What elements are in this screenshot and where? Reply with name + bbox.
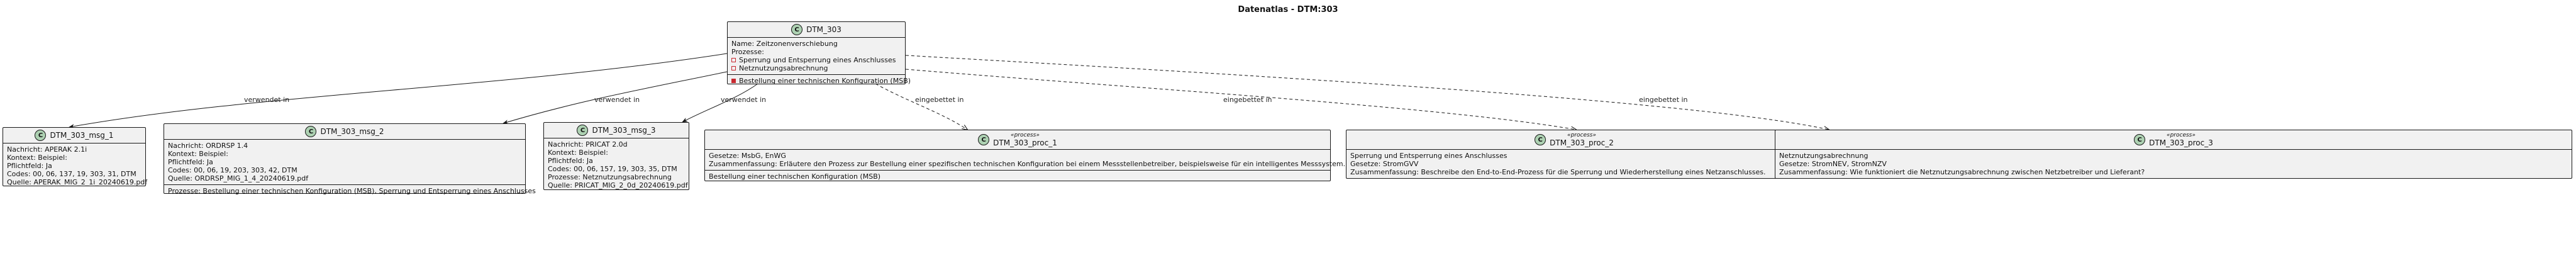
class-attributes: Nachricht: ORDRSP 1.4 Kontext: Beispiel:… <box>164 140 525 184</box>
class-name: DTM_303_proc_1 <box>993 138 1057 147</box>
class-methods: Bestellung einer technischen Konfigurati… <box>728 74 911 87</box>
class-name: DTM_303_proc_2 <box>1550 138 1614 147</box>
edge-main-msg1 <box>69 53 728 129</box>
class-header: C DTM_303_msg_2 <box>164 124 525 140</box>
class-header: C DTM_303_msg_1 <box>3 128 145 143</box>
edge-label-msg2: verwendet in <box>594 96 640 104</box>
private-method-icon <box>731 78 736 83</box>
class-dtm-303[interactable]: C DTM_303 Name: Zeitzonenverschiebung Pr… <box>727 21 911 87</box>
attr-line: Sperrung und Entsperrung eines Anschluss… <box>1350 152 1507 160</box>
attr-line: Netznutzungsabrechnung <box>1779 152 1868 160</box>
class-header: C «process» DTM_303_proc_1 <box>705 130 1330 150</box>
attr-line: Pflichtfeld: Ja <box>168 158 213 166</box>
class-c-icon: C <box>35 130 47 141</box>
attr-line: Codes: 00, 06, 19, 203, 303, 42, DTM <box>168 166 297 174</box>
edge-label-proc1: eingebettet in <box>915 96 964 104</box>
class-c-icon: C <box>978 134 990 145</box>
method-line: Bestellung einer technischen Konfigurati… <box>739 77 911 85</box>
class-msg-2[interactable]: C DTM_303_msg_2 Nachricht: ORDRSP 1.4 Ko… <box>164 123 536 197</box>
proc-line: Netznutzungsabrechnung <box>739 64 828 72</box>
proc-line: Sperrung und Entsperrung eines Anschluss… <box>739 56 896 64</box>
private-field-icon <box>731 57 736 62</box>
class-c-icon: C <box>1535 134 1546 145</box>
attr-line: Codes: 00, 06, 137, 19, 303, 31, DTM <box>7 170 136 178</box>
attr-line: Kontext: Beispiel: <box>168 150 228 158</box>
class-proc-3[interactable]: C «process» DTM_303_proc_3 Netznutzungsa… <box>1775 130 2572 179</box>
method-line: Prozesse: Bestellung einer technischen K… <box>168 187 536 195</box>
edge-label-msg1: verwendet in <box>244 96 289 104</box>
class-c-icon: C <box>791 24 803 35</box>
method-line: Bestellung einer technischen Konfigurati… <box>709 172 881 181</box>
stereotype-label: «process» <box>1567 132 1596 138</box>
class-methods: Bestellung einer technischen Konfigurati… <box>705 170 1330 183</box>
class-attributes: Netznutzungsabrechnung Gesetze: StromNEV… <box>1775 150 2572 178</box>
stereotype-label: «process» <box>2167 132 2196 138</box>
class-methods: Prozesse: Bestellung einer technischen K… <box>164 184 536 197</box>
class-header: C DTM_303 <box>728 22 905 38</box>
class-proc-1[interactable]: C «process» DTM_303_proc_1 Gesetze: MsbG… <box>704 130 1346 183</box>
class-name: DTM_303_msg_3 <box>592 126 656 135</box>
attr-line: Gesetze: MsbG, EnWG <box>709 152 786 160</box>
edge-main-proc3 <box>905 55 1829 130</box>
attr-line: Nachricht: PRICAT 2.0d <box>548 140 628 149</box>
class-name: DTM_303 <box>806 25 841 34</box>
class-header: C «process» DTM_303_proc_2 <box>1346 130 1802 150</box>
attr-line: Gesetze: StromGVV <box>1350 160 1419 168</box>
attr-line: Pflichtfeld: Ja <box>548 157 593 165</box>
class-attributes: Name: Zeitzonenverschiebung Prozesse: Sp… <box>728 38 905 74</box>
attr-line: Prozesse: Netznutzungsabrechnung <box>548 173 672 181</box>
diagram-title: Datenatlas - DTM:303 <box>1238 5 1338 14</box>
edge-main-proc2 <box>905 69 1576 130</box>
class-msg-1[interactable]: C DTM_303_msg_1 Nachricht: APERAK 2.1i K… <box>3 127 148 188</box>
attr-line: Nachricht: ORDRSP 1.4 <box>168 142 248 150</box>
attr-line: Zusammenfassung: Beschreibe den End-to-E… <box>1350 168 1766 176</box>
edge-main-proc1 <box>875 83 967 130</box>
class-attributes: Sperrung und Entsperrung eines Anschluss… <box>1346 150 1802 178</box>
edge-main-msg3 <box>682 83 758 123</box>
class-header: C «process» DTM_303_proc_3 <box>1775 130 2572 150</box>
attr-line: Codes: 00, 06, 157, 19, 303, 35, DTM <box>548 165 677 173</box>
attr-line: Nachricht: APERAK 2.1i <box>7 145 87 154</box>
class-name: DTM_303_msg_2 <box>320 127 384 136</box>
class-name: DTM_303_proc_3 <box>2149 138 2213 147</box>
class-name: DTM_303_msg_1 <box>50 131 114 140</box>
edge-label-msg3: verwendet in <box>721 96 766 104</box>
attr-line: Name: Zeitzonenverschiebung <box>731 40 838 48</box>
class-attributes: Nachricht: APERAK 2.1i Kontext: Beispiel… <box>3 143 148 188</box>
class-c-icon: C <box>305 126 317 137</box>
class-attributes: Gesetze: MsbG, EnWG Zusammenfassung: Erl… <box>705 150 1346 170</box>
attr-line: Pflichtfeld: Ja <box>7 162 52 170</box>
attr-line: Zusammenfassung: Wie funktioniert die Ne… <box>1779 168 2145 176</box>
class-c-icon: C <box>577 125 589 136</box>
attr-line: Zusammenfassung: Erläutere den Prozess z… <box>709 160 1346 168</box>
class-c-icon: C <box>2134 134 2146 145</box>
attr-line: Quelle: PRICAT_MIG_2_0d_20240619.pdf <box>548 181 688 189</box>
private-field-icon <box>731 65 736 70</box>
attr-line: Quelle: ORDRSP_MIG_1_4_20240619.pdf <box>168 174 309 183</box>
class-header: C DTM_303_msg_3 <box>544 123 689 138</box>
attr-line: Gesetze: StromNEV, StromNZV <box>1779 160 1887 168</box>
edge-label-proc2: eingebettet in <box>1223 96 1272 104</box>
edge-label-proc3: eingebettet in <box>1639 96 1688 104</box>
attr-line: Prozesse: <box>731 48 764 56</box>
attr-line: Quelle: APERAK_MIG_2_1i_20240619.pdf <box>7 178 148 186</box>
class-proc-2[interactable]: C «process» DTM_303_proc_2 Sperrung und … <box>1346 130 1802 179</box>
attr-line: Kontext: Beispiel: <box>7 154 67 162</box>
class-msg-3[interactable]: C DTM_303_msg_3 Nachricht: PRICAT 2.0d K… <box>543 122 689 190</box>
attr-line: Kontext: Beispiel: <box>548 149 608 157</box>
class-attributes: Nachricht: PRICAT 2.0d Kontext: Beispiel… <box>544 138 689 191</box>
stereotype-label: «process» <box>1011 132 1040 138</box>
edge-main-msg2 <box>502 71 728 125</box>
